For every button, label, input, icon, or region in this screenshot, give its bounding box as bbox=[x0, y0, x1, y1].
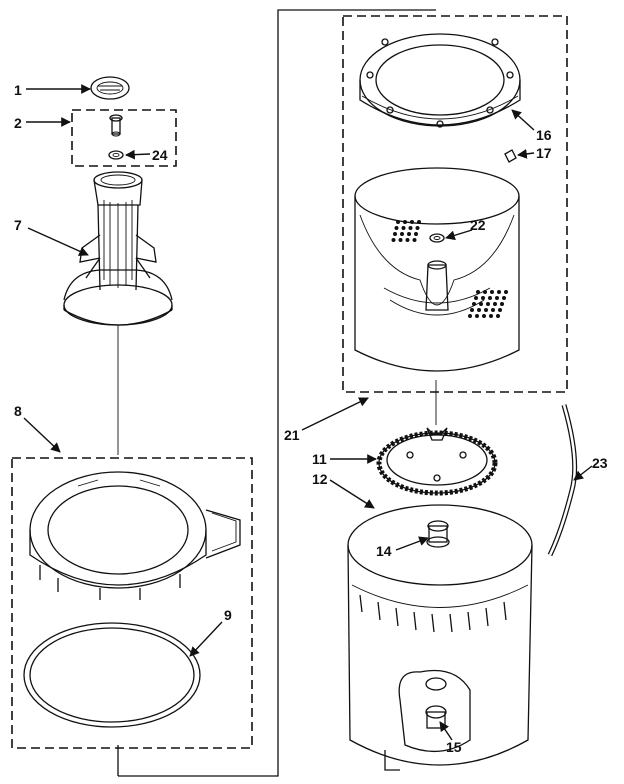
agitator-part bbox=[63, 171, 173, 326]
callout-11: 11 bbox=[312, 451, 327, 467]
ring-seal-part bbox=[23, 622, 201, 728]
callout-1: 1 bbox=[14, 82, 22, 98]
basket-part bbox=[354, 167, 520, 372]
basket-drive-part bbox=[376, 427, 498, 496]
callout-9: 9 bbox=[224, 607, 232, 623]
callout-15: 15 bbox=[446, 739, 462, 755]
callout-24: 24 bbox=[152, 147, 168, 163]
ring-assembly-box bbox=[11, 457, 253, 749]
bolt-part bbox=[109, 114, 123, 137]
callout-16: 16 bbox=[536, 127, 552, 143]
callout-12: 12 bbox=[312, 471, 328, 487]
basket-holes-left bbox=[391, 220, 421, 242]
callout-17: 17 bbox=[536, 145, 552, 161]
ring-assembly-part bbox=[29, 471, 241, 600]
washer-part bbox=[108, 150, 124, 160]
tub-ring-part bbox=[359, 33, 521, 128]
callout-22: 22 bbox=[470, 217, 486, 233]
agitator-cap-part bbox=[90, 76, 130, 100]
drain-fitting-part bbox=[425, 677, 447, 729]
callout-21: 21 bbox=[284, 427, 300, 443]
clip-part bbox=[504, 149, 517, 163]
bolt-assembly-box bbox=[71, 109, 177, 167]
tub-seal-part bbox=[426, 520, 450, 548]
callout-7: 7 bbox=[14, 217, 22, 233]
leader-arrows bbox=[23, 84, 593, 741]
basket-holes-right bbox=[468, 290, 508, 318]
callout-labels: 1 2 7 24 8 9 16 17 22 21 11 12 14 23 15 bbox=[14, 82, 608, 755]
nut-part bbox=[429, 233, 445, 243]
hose-part bbox=[547, 404, 578, 557]
callout-14: 14 bbox=[376, 543, 392, 559]
outer-tub-part bbox=[347, 504, 533, 771]
callout-2: 2 bbox=[14, 115, 22, 131]
callout-23: 23 bbox=[592, 455, 608, 471]
callout-8: 8 bbox=[14, 403, 22, 419]
connector-lines bbox=[117, 9, 437, 777]
basket-assembly-box bbox=[342, 15, 568, 393]
